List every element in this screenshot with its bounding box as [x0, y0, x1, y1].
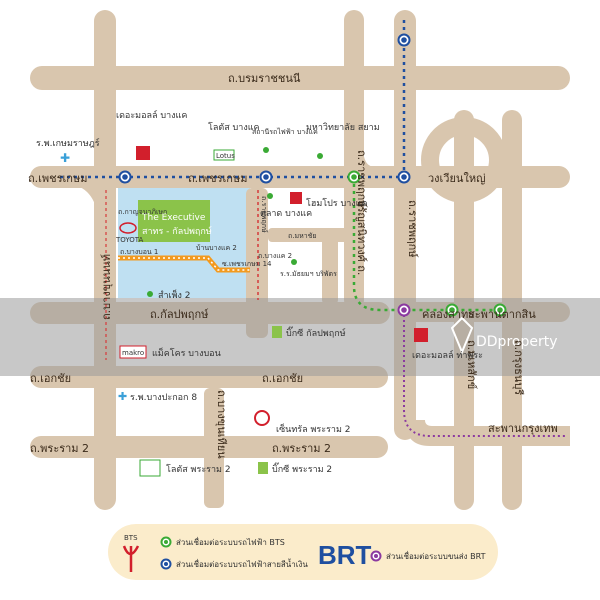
- label-rama2-mid: ถ.พระราม 2: [272, 442, 331, 455]
- legend-box: [108, 524, 498, 580]
- place-big-c: บิ๊กซี กัลปพฤกษ์: [286, 326, 346, 339]
- legend-brt-title: BRT: [318, 540, 372, 570]
- university-dot: [317, 153, 323, 159]
- sampeng-dot: [147, 291, 153, 297]
- place-hosp-phetkasem: ร.พ.เกษมราษฎร์: [36, 137, 100, 149]
- label-borommaratchachonnani: ถ.บรมราชชนนี: [228, 72, 301, 85]
- legend-bts-logo-text: BTS: [124, 534, 138, 542]
- hospital-icon: ✚: [60, 151, 70, 165]
- road-left-curve: [59, 169, 111, 212]
- project-subname: สาทร - กัลปพฤกษ์: [142, 225, 212, 237]
- label-sapan-krungthep: สะพานกรุงเทพ: [488, 422, 558, 435]
- label-ekkachai-left: ถ.เอกชัย: [30, 372, 71, 385]
- place-makro: แม็คโคร บางบอน: [152, 346, 221, 359]
- place-sampeng2: สำเพ็ง 2: [158, 288, 191, 301]
- label-soi14: ซ.เพชรเกษม 14: [222, 260, 272, 268]
- central-logo-icon: [254, 410, 270, 426]
- road-left-vertical: [94, 10, 116, 510]
- place-bangkok-bank: ถ.กาญจนาภิเษก: [118, 208, 167, 216]
- legend-brt-text: ส่วนเชื่อมต่อระบบขนส่ง BRT: [386, 550, 486, 561]
- label-sathorn-taksin: สะพานตากสิน: [468, 308, 536, 321]
- station-bangkae-dot: [263, 147, 269, 153]
- project-box: [138, 200, 210, 242]
- label-bang-khun-non: ถ.บางขุนนนท์: [100, 254, 113, 320]
- bigc-logo-icon: [272, 326, 282, 338]
- place-big-c-rama2: บิ๊กซี พระราม 2: [272, 462, 332, 475]
- toyota-text: TOYOTA: [115, 236, 144, 244]
- school-dot: [291, 259, 297, 265]
- place-talad: ตลาด บางแค: [260, 209, 312, 219]
- label-charan-right: ถ.ราชพฤกษ์: [406, 200, 419, 258]
- label-sai-luang: ถ.บางบอน 1: [120, 248, 158, 256]
- label-soi-r: ถ.ราชพฤกษ์: [260, 196, 268, 233]
- legend-bts-text: ส่วนเชื่อมต่อระบบรถไฟฟ้า BTS: [176, 536, 285, 547]
- place-khlong-bangkae: บ้านบางแค 2: [196, 244, 237, 252]
- label-phet-kasem-soi: ถ.มหาชัย: [288, 232, 316, 240]
- legend-bts-logo: BTS: [122, 534, 140, 572]
- place-the-mall-thapra: เดอะมอลล์ ท่าพระ: [412, 349, 483, 361]
- label-kanlapaphruek: ถ.กัลปพฤกษ์: [150, 308, 209, 321]
- label-wongwian-yai: วงเวียนใหญ่: [428, 172, 485, 185]
- road-borommaratchachonnani: [30, 66, 570, 90]
- bigc-rama2-logo-icon: [258, 462, 268, 474]
- lotus-logo-text: Lotus: [216, 152, 235, 160]
- homepro-logo-icon: [290, 192, 302, 204]
- makro-logo-text: makro: [122, 349, 144, 357]
- place-school: ร.ร.มัธยมฯ บริพัตร: [280, 270, 337, 278]
- place-station-bangkae: สถานีรถไฟฟ้า บางแค: [252, 127, 318, 136]
- lotus-rama2-logo-icon: [139, 459, 161, 477]
- label-bang-khun-thian: ถ.บางขุนเทียน: [215, 390, 228, 459]
- road-bangkhunthian: [204, 388, 224, 508]
- place-lotus-rama2: โลตัส พระราม 2: [166, 464, 231, 475]
- place-hosp-bangpakok: ร.พ.บางปะกอก 8: [130, 393, 197, 403]
- place-lotus-bangkae: โลตัส บางแค: [208, 122, 260, 133]
- soi-orange-dots: [118, 257, 250, 271]
- bts-line: [352, 177, 500, 312]
- label-ekkachai-mid: ถ.เอกชัย: [262, 372, 303, 385]
- bts-logo-icon: [122, 545, 140, 572]
- toyota-logo-icon: [119, 222, 137, 234]
- road-curve-br: [405, 420, 570, 446]
- talad-dot: [267, 193, 273, 199]
- label-phetkasem-mid: ถ.เพชรเกษม: [188, 172, 247, 185]
- label-charan-mid: จรัญสนิทวงศ์ ถ.: [355, 200, 368, 275]
- label-thanon-tak: ถ.มเหสักข์: [465, 340, 478, 389]
- watermark-logo: DDproperty: [450, 316, 558, 355]
- brt-line: [403, 310, 565, 437]
- road-small-vert: [322, 228, 338, 304]
- place-central-rama2: เซ็นทรัล พระราม 2: [276, 422, 351, 435]
- label-soi-bangbon: ถ.บางแค 2: [258, 252, 292, 260]
- the-mall-thapra-logo-icon: [414, 328, 428, 342]
- label-krung-thonburi: ถ.กรุงธนบุรี: [512, 340, 525, 395]
- stations: [118, 33, 507, 317]
- place-the-mall-bangkhae: เดอะมอลล์ บางแค: [116, 109, 187, 121]
- hospital-bangpakok-icon: ✚: [118, 390, 127, 403]
- makro-logo-icon: [119, 345, 147, 359]
- label-khlong-sathorn: คลองสาทร: [422, 308, 474, 321]
- label-phetkasem-left: ถ.เพชรเกษม: [28, 172, 87, 185]
- place-homepro: โฮมโปร บางแค: [306, 198, 367, 209]
- project-name: The Executive: [141, 213, 206, 223]
- label-rama2-left: ถ.พระราม 2: [30, 442, 89, 455]
- the-mall-logo-icon: [136, 146, 150, 160]
- lotus-logo-icon: [213, 149, 235, 161]
- legend-mrt-text: ส่วนเชื่อมต่อระบบรถไฟฟ้าสายสีน้ำเงิน: [176, 558, 308, 569]
- watermark-text: DDproperty: [476, 334, 558, 350]
- roundabout-wongwian-yai: [421, 117, 507, 203]
- place-university: มหาวิทยาลัย สยาม: [306, 122, 380, 133]
- label-ratchaphruek: ถ.ราชพฤกษ์: [355, 150, 368, 208]
